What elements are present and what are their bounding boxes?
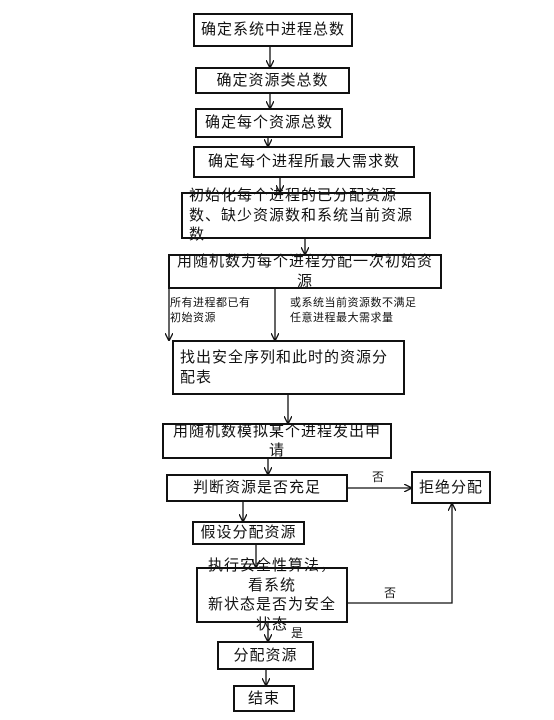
step-label-line-2: 新状态是否为安全状态 <box>207 595 336 633</box>
decision-safety-algorithm: 执行安全性算法，看系统 新状态是否为安全状态 <box>196 556 348 633</box>
note-line-2: 初始资源 <box>170 310 216 324</box>
step-label-line-2: 配表 <box>180 367 213 386</box>
arrow-11-reject <box>348 504 452 604</box>
step-label: 判断资源是否充足 <box>192 478 321 497</box>
step-assume-allocation: 假设分配资源 <box>192 521 305 545</box>
step-random-initial-allocation: 用随机数为每个进程分配一次初始资源 <box>168 252 442 290</box>
step-simulate-request: 用随机数模拟某个进程发出申请 <box>162 421 392 460</box>
note-line-1: 或系统当前资源数不满足 <box>290 296 417 309</box>
step-label: 用随机数为每个进程分配一次初始资源 <box>176 252 433 290</box>
step-label: 确定资源类总数 <box>216 70 329 89</box>
step-label-line-1: 找出安全序列和此时的资源分 <box>180 348 389 366</box>
step-label-line-1: 初始化每个进程的已分配资源 <box>189 186 398 205</box>
step-label: 分配资源 <box>233 645 298 664</box>
step-determine-process-count: 确定系统中进程总数 <box>193 13 353 47</box>
step-allocate-resources: 分配资源 <box>217 641 314 670</box>
label-no-unsafe: 否 <box>384 586 397 600</box>
step-label: 拒绝分配 <box>419 477 484 496</box>
step-determine-resource-totals: 确定每个资源总数 <box>195 108 343 138</box>
step-label: 结束 <box>247 688 280 707</box>
step-determine-resource-types: 确定资源类总数 <box>195 67 350 94</box>
step-label: 假设分配资源 <box>200 523 297 542</box>
step-find-safe-sequence: 找出安全序列和此时的资源分 配表 <box>172 340 405 395</box>
note-insufficient-resources: 或系统当前资源数不满足 任意进程最大需求量 <box>290 296 417 326</box>
step-label-line-2: 数、缺少资源数和系统当前资源数 <box>189 205 414 244</box>
step-label: 用随机数模拟某个进程发出申请 <box>172 421 381 460</box>
step-reject-allocation: 拒绝分配 <box>411 471 491 504</box>
decision-resources-sufficient: 判断资源是否充足 <box>166 474 348 502</box>
step-initialize-process-state: 初始化每个进程的已分配资源 数、缺少资源数和系统当前资源数 <box>181 186 431 243</box>
step-label: 确定每个资源总数 <box>204 113 333 132</box>
step-label-line-1: 执行安全性算法，看系统 <box>207 556 336 594</box>
step-label: 确定每个进程所最大需求数 <box>207 152 400 171</box>
note-line-2: 任意进程最大需求量 <box>290 310 394 324</box>
step-label: 确定系统中进程总数 <box>201 20 346 39</box>
label-yes-safe: 是 <box>291 626 304 640</box>
note-line-1: 所有进程都已有 <box>170 296 251 309</box>
label-no-insufficient: 否 <box>372 470 385 484</box>
note-all-processes-allocated: 所有进程都已有 初始资源 <box>170 296 251 326</box>
step-determine-max-demand: 确定每个进程所最大需求数 <box>193 146 415 178</box>
step-end: 结束 <box>233 685 295 712</box>
